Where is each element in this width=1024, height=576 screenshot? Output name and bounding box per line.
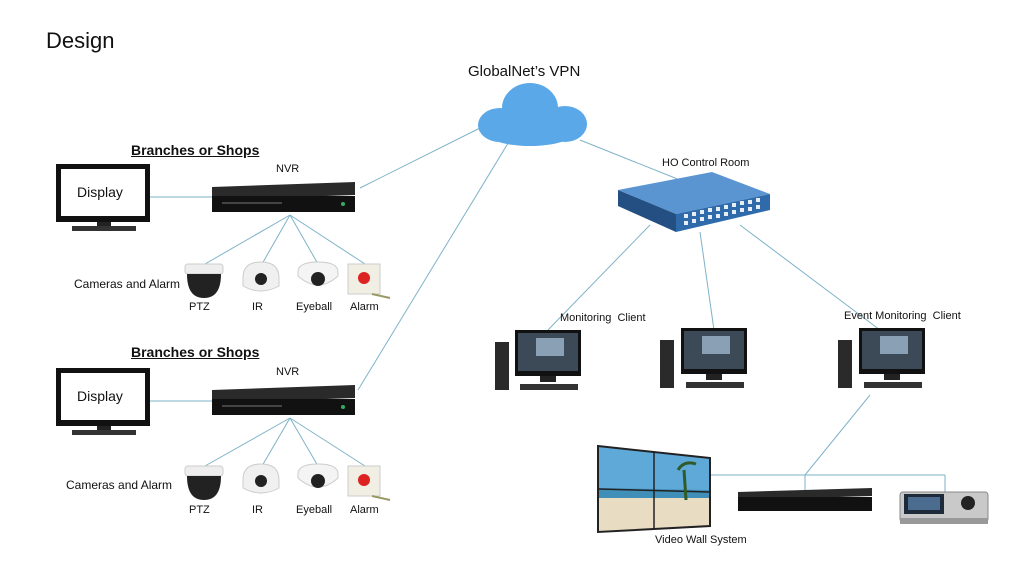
video-wall-label: Video Wall System <box>655 534 747 546</box>
vpn-cloud <box>478 83 587 146</box>
ptz-camera-icon <box>184 263 224 298</box>
ir-camera-icon <box>242 463 280 494</box>
device-label-alarm: Alarm <box>350 301 379 313</box>
alarm-button-icon <box>347 263 391 299</box>
device-label-ir: IR <box>252 301 263 313</box>
device-label-ir: IR <box>252 504 263 516</box>
device-label-ptz: PTZ <box>189 301 210 313</box>
cameras-label: Cameras and Alarm <box>74 277 181 291</box>
control-keyboard <box>899 491 989 524</box>
page-title: Design <box>46 28 115 53</box>
vpn-label: GlobalNet’s VPN <box>468 63 581 80</box>
branch-heading: Branches or Shops <box>131 344 260 360</box>
event-client-label: Event Monitoring Client <box>844 310 961 322</box>
nvr-label: NVR <box>276 163 300 175</box>
workstation-computer <box>495 330 581 390</box>
eyeball-camera-icon <box>297 463 339 488</box>
ir-camera-icon <box>242 261 280 292</box>
ptz-camera-icon <box>184 465 224 500</box>
monitoring-client-label: Monitoring Client <box>560 312 646 324</box>
eyeball-camera-icon <box>297 261 339 286</box>
workstation-computer <box>660 328 747 388</box>
connection-lines <box>150 127 946 492</box>
video-wall-screens <box>597 444 711 534</box>
workstation-computer <box>838 328 925 388</box>
device-label-ptz: PTZ <box>189 504 210 516</box>
device-label-eyeball: Eyeball <box>296 301 333 313</box>
display-label: Display <box>77 184 123 200</box>
switch-label: HO Control Room <box>662 157 750 169</box>
nvr-device <box>212 385 355 415</box>
network-switch <box>618 172 770 232</box>
device-label-eyeball: Eyeball <box>296 504 333 516</box>
branch-heading: Branches or Shops <box>131 142 260 158</box>
video-wall-controller <box>738 488 872 511</box>
display-label: Display <box>77 388 123 404</box>
cameras-label: Cameras and Alarm <box>66 478 173 492</box>
display-monitor <box>56 164 150 231</box>
nvr-device <box>212 182 355 212</box>
alarm-button-icon <box>347 465 391 501</box>
nvr-label: NVR <box>276 366 300 378</box>
device-label-alarm: Alarm <box>350 504 379 516</box>
display-monitor <box>56 368 150 435</box>
